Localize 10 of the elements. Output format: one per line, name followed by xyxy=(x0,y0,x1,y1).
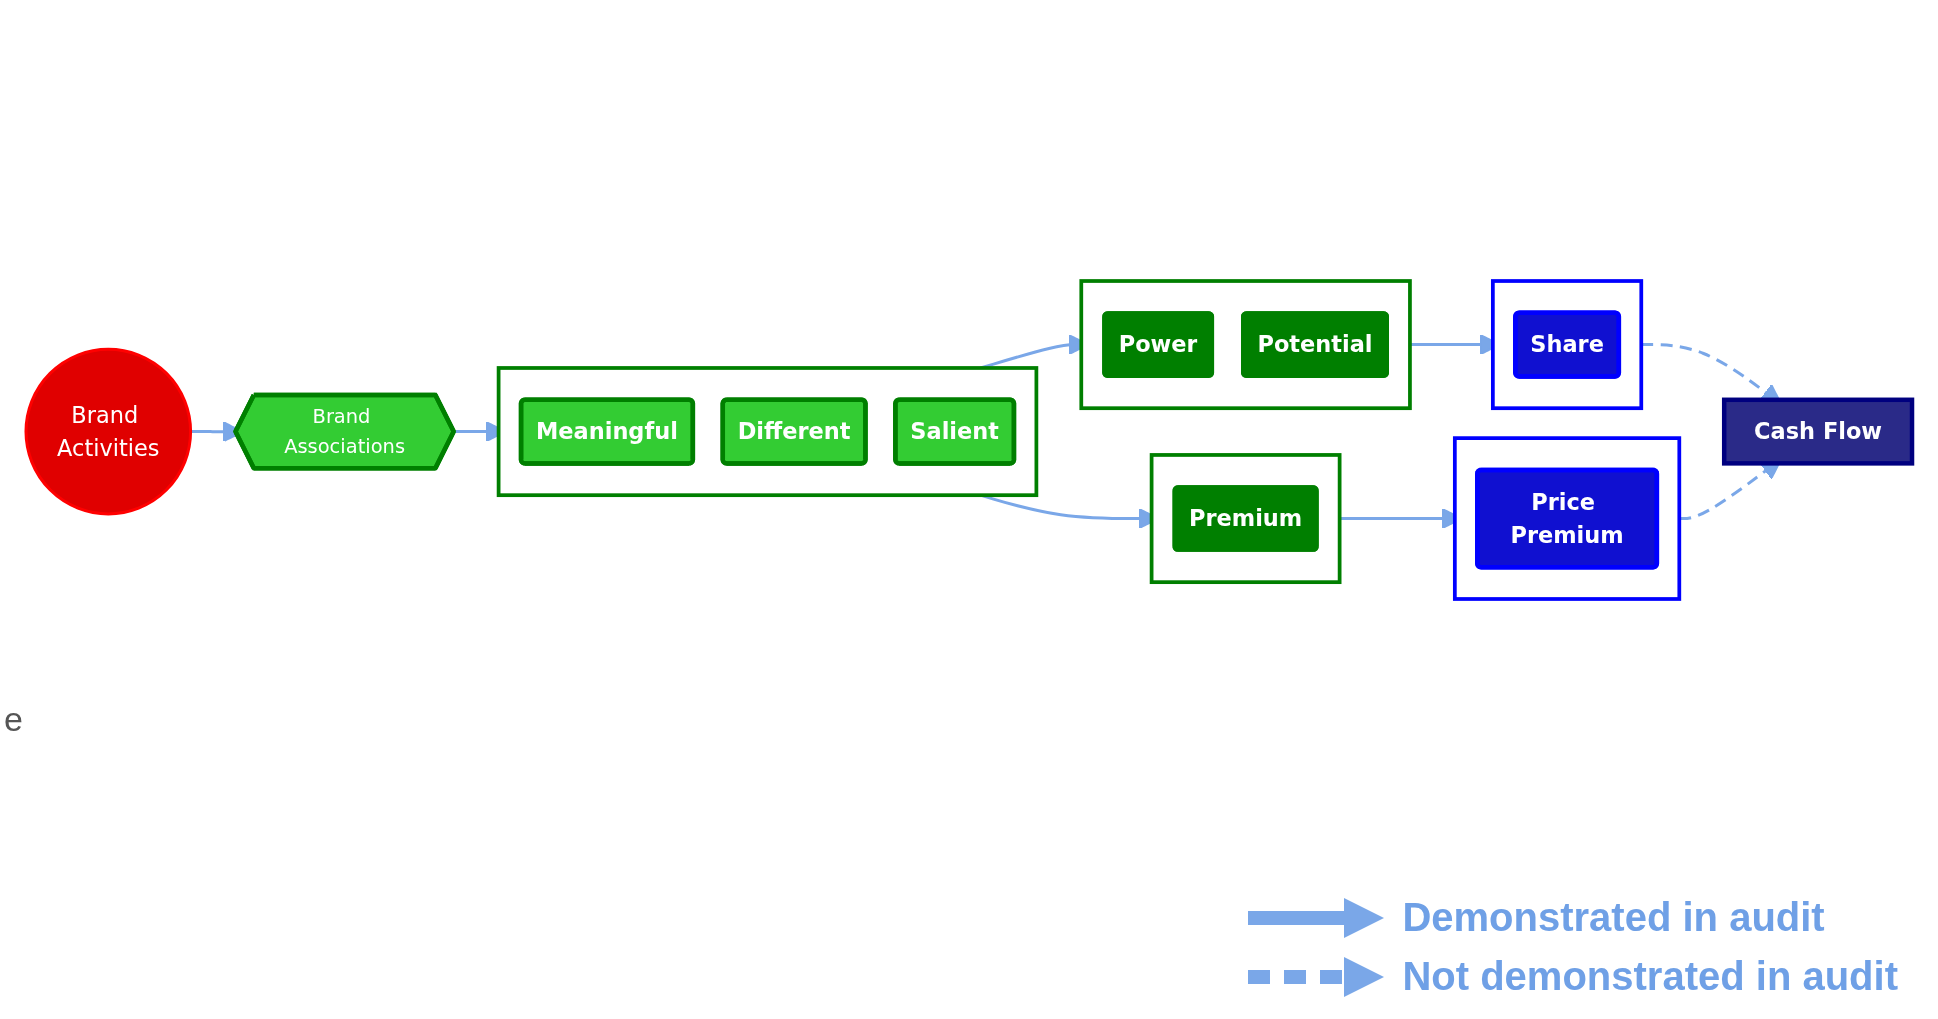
cluster xyxy=(1079,279,1412,411)
node-box: Cash Flow xyxy=(1721,397,1915,466)
legend-text: Demonstrated in audit xyxy=(1402,895,1825,940)
note-text: e xyxy=(4,700,23,739)
cluster xyxy=(1491,279,1644,411)
node-circle: Brand Activities xyxy=(24,347,193,516)
cluster xyxy=(496,366,1039,498)
cluster xyxy=(1149,453,1342,585)
cluster xyxy=(1452,436,1682,601)
legend-text: Not demonstrated in audit xyxy=(1402,954,1898,999)
